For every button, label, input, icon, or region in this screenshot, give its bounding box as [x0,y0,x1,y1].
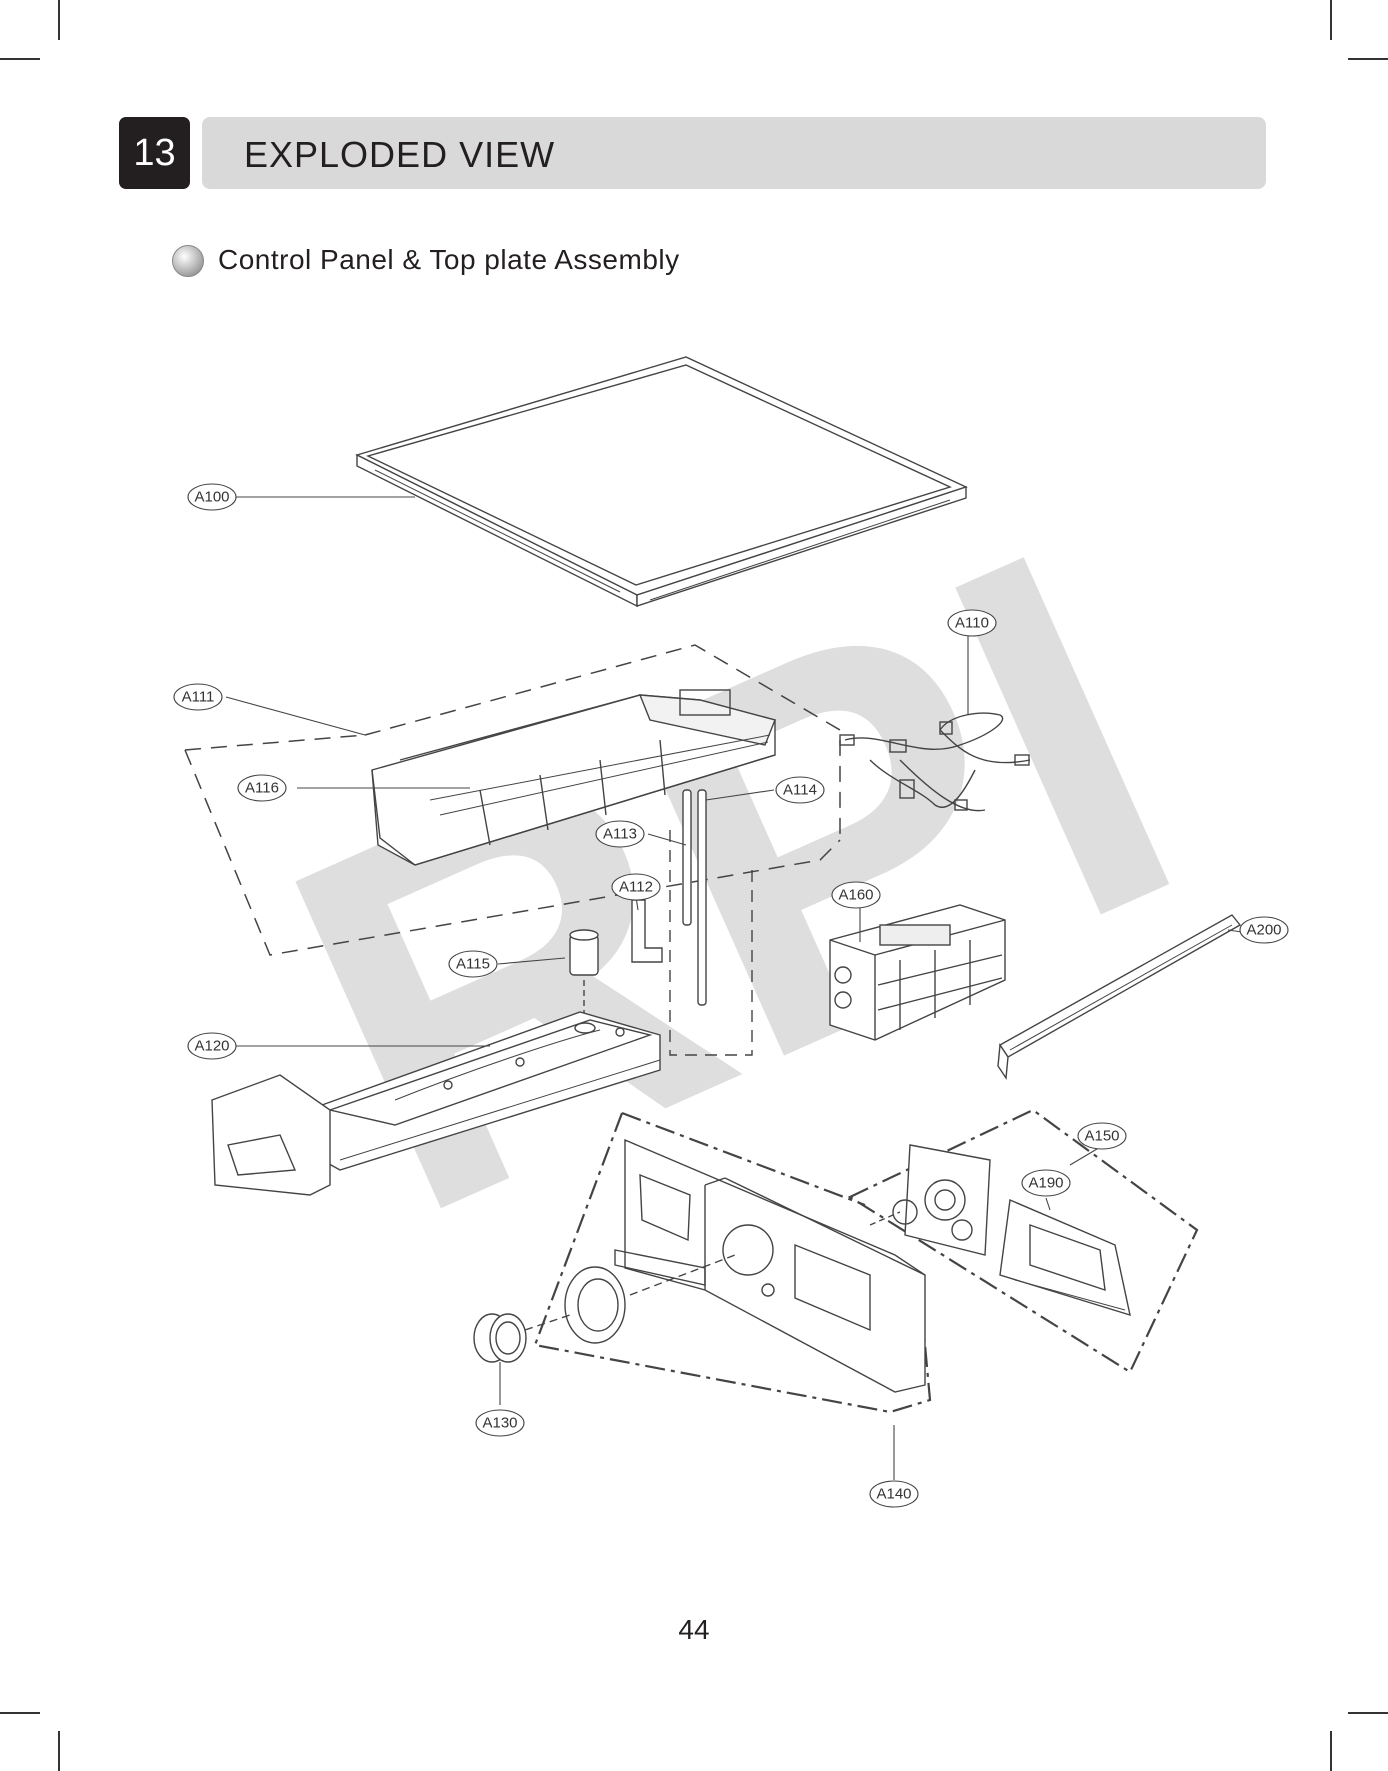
crop-mark [0,1712,40,1714]
svg-text:A190: A190 [1028,1175,1063,1192]
bracket-rail [997,914,1242,1081]
main-pcb [869,1144,991,1256]
elbow-fitting [631,899,663,963]
dashed-boundary-a111 [184,644,841,956]
label-a150: A150 [1077,1122,1127,1150]
svg-text:A114: A114 [783,782,817,799]
crop-mark [1348,1712,1388,1714]
svg-text:A120: A120 [194,1038,229,1055]
wire-harness [839,712,1031,812]
label-a130: A130 [475,1409,525,1437]
dashed-boundary-a140 [533,1111,932,1414]
part-labels: A100 A110 A111 A116 A114 A113 A112 A115 … [173,483,1289,1508]
label-a116: A116 [237,774,287,802]
label-a115: A115 [448,950,498,978]
detergent-drawer [211,1011,661,1196]
label-a100: A100 [187,483,237,511]
label-a112: A112 [611,873,661,901]
valve-box [829,904,1006,1041]
label-a160: A160 [831,881,881,909]
svg-text:A130: A130 [482,1415,517,1432]
label-a110: A110 [947,609,997,637]
crop-mark [1348,58,1388,60]
tubes [669,789,753,1056]
section-number: 13 [119,117,190,189]
crop-mark [58,1731,60,1771]
svg-text:A116: A116 [245,780,279,797]
bullet-icon [172,245,204,277]
label-a111: A111 [173,683,223,711]
svg-text:A100: A100 [194,489,229,506]
svg-text:A140: A140 [876,1486,911,1503]
crop-mark [1330,0,1332,40]
top-plate [355,356,968,608]
siphon-cap [569,929,599,1020]
crop-mark [1330,1731,1332,1771]
dashed-boundary-a150 [847,1108,1199,1374]
dispenser-housing [371,689,776,866]
leader-lines [225,496,1243,1480]
page-number: 44 [678,1614,710,1645]
control-panel [614,1138,926,1393]
label-a120: A120 [187,1032,237,1060]
knob-ring [524,1254,736,1344]
label-a200: A200 [1239,916,1289,944]
diagram-subtitle: Control Panel & Top plate Assembly [218,244,680,275]
display-pcb [999,1198,1131,1317]
svg-text:A113: A113 [603,826,637,843]
label-a113: A113 [595,820,645,848]
svg-text:A200: A200 [1246,922,1281,939]
knob [473,1313,527,1363]
label-a140: A140 [869,1480,919,1508]
section-title-bar [202,117,1266,189]
svg-text:A110: A110 [955,615,989,632]
svg-text:A111: A111 [182,689,215,706]
label-a190: A190 [1021,1169,1071,1197]
label-a114: A114 [775,776,825,804]
svg-text:A115: A115 [456,956,490,973]
svg-text:A150: A150 [1084,1128,1119,1145]
crop-mark [0,58,40,60]
section-title: EXPLODED VIEW [244,134,556,175]
svg-text:A160: A160 [838,887,873,904]
svg-text:A112: A112 [619,879,653,896]
crop-mark [58,0,60,40]
